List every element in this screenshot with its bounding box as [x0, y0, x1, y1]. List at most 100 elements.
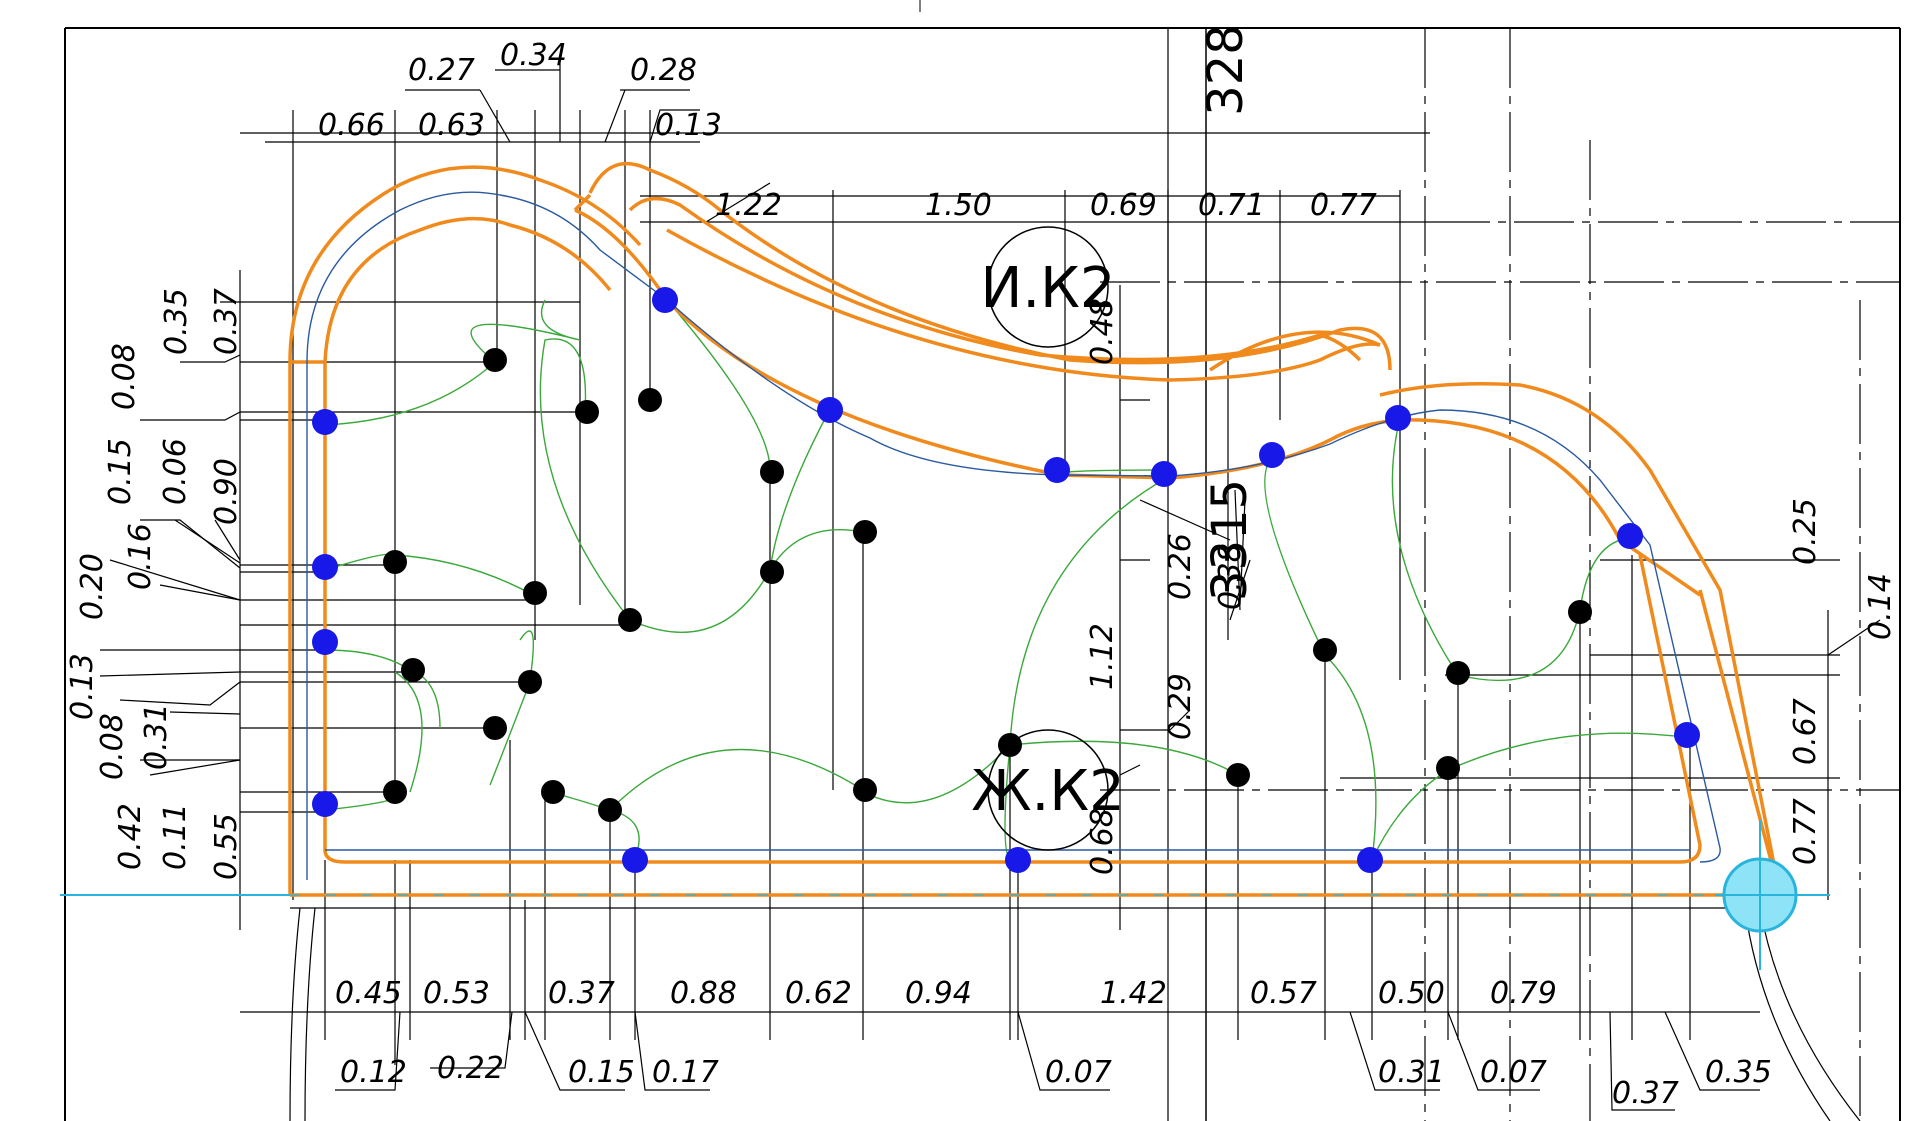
dim-label: 0.17 [652, 1055, 719, 1090]
dim-label: 1.42 [1100, 976, 1167, 1011]
dim-label: 1.22 [715, 188, 782, 223]
junction-node [618, 608, 642, 632]
middle-dimension-lines [1119, 285, 1251, 930]
dim-label: 0.57 [1250, 976, 1317, 1011]
middle-dimensions: 0.48 0.26 0.38 1.12 0.29 0.68 [1085, 298, 1248, 875]
sprinkler-node [1674, 722, 1700, 748]
junction-node [760, 460, 784, 484]
junction-node [853, 778, 877, 802]
sprinkler-node [312, 791, 338, 817]
dim-label: 0.25 [1788, 498, 1823, 565]
dim-label: 0.27 [408, 53, 475, 88]
label-circles [987, 226, 1109, 851]
dim-label: 0.08 [107, 343, 142, 410]
dim-label: 0.13 [65, 653, 100, 720]
dim-label: 0.15 [568, 1055, 635, 1090]
junction-node [383, 550, 407, 574]
sprinkler-node [312, 409, 338, 435]
junction-node [383, 780, 407, 804]
junction-node [1436, 756, 1460, 780]
top-dimensions: 0.27 0.34 0.28 0.66 0.63 0.13 1.22 1.50 … [318, 38, 1377, 223]
junction-node [518, 670, 542, 694]
dim-label: 0.34 [500, 38, 567, 73]
dim-label: 1.50 [925, 188, 992, 223]
bottom-dimension-lines [324, 470, 1760, 1111]
dim-label: 0.71 [1198, 188, 1265, 223]
dim-label: 0.88 [670, 976, 737, 1011]
dim-label: 0.38 [1213, 543, 1248, 610]
sprinkler-node [652, 287, 678, 313]
sprinkler-node [1617, 523, 1643, 549]
dim-label: 0.67 [1788, 698, 1823, 765]
junction-node [638, 388, 662, 412]
junction-node [1313, 638, 1337, 662]
supply-line [60, 820, 1830, 970]
dim-label: 0.29 [1163, 673, 1198, 740]
dim-label: 0.37 [1612, 1076, 1679, 1111]
dim-label: 0.79 [1490, 976, 1557, 1011]
sprinkler-node [1151, 461, 1177, 487]
dim-label: 0.77 [1788, 798, 1823, 865]
dim-label: 0.69 [1090, 188, 1157, 223]
dim-label: 0.37 [548, 976, 615, 1011]
dim-label: 0.53 [423, 976, 490, 1011]
dim-label: 1.12 [1085, 623, 1120, 690]
junction-node [998, 733, 1022, 757]
junction-node [575, 400, 599, 424]
label-33-15: 3315 [1202, 479, 1258, 601]
dim-label: 0.11 [158, 803, 193, 870]
sprinkler-node [1385, 405, 1411, 431]
dim-label: 0.94 [905, 976, 972, 1011]
right-dimensions: 0.25 0.14 0.67 0.77 [1788, 498, 1898, 865]
dim-label: 0.07 [1045, 1055, 1112, 1090]
dim-label: 0.15 [103, 438, 138, 505]
right-dimension-lines [1769, 610, 1881, 900]
sprinkler-node [1044, 457, 1070, 483]
sprinkler-node [622, 847, 648, 873]
dim-label: 0.62 [785, 976, 852, 1011]
sprinkler-node [1005, 847, 1031, 873]
dim-label: 0.22 [437, 1051, 504, 1086]
dim-label: 0.50 [1378, 976, 1445, 1011]
dim-label: 0.48 [1085, 298, 1120, 365]
junction-node [853, 520, 877, 544]
junction-node [483, 348, 507, 372]
dim-label: 0.66 [318, 108, 385, 143]
junction-node [523, 581, 547, 605]
sprinkler-node [312, 629, 338, 655]
junction-node [1446, 661, 1470, 685]
blue-sprinkler-nodes [312, 287, 1700, 873]
junction-node [760, 560, 784, 584]
junction-node [1226, 763, 1250, 787]
dim-label: 0.08 [95, 713, 130, 780]
dim-label: 0.26 [1163, 533, 1198, 600]
dim-label: 0.16 [123, 523, 158, 590]
coverage-curves [324, 299, 1691, 861]
dim-label: 0.31 [1378, 1055, 1445, 1090]
junction-node [483, 716, 507, 740]
sprinkler-node [1357, 847, 1383, 873]
dim-label: 0.35 [159, 288, 194, 355]
dim-label: 0.28 [630, 53, 697, 88]
drawing-frame [64, 0, 1901, 1121]
label-328: 328 [1198, 24, 1254, 116]
junction-node [401, 658, 425, 682]
dim-label: 0.42 [113, 803, 148, 870]
dim-label: 0.14 [1863, 573, 1898, 640]
dim-label: 0.31 [139, 703, 174, 770]
dim-label: 0.35 [1705, 1055, 1772, 1090]
black-nodes [383, 348, 1592, 822]
dim-label: 0.07 [1480, 1055, 1547, 1090]
junction-node [1568, 600, 1592, 624]
junction-node [598, 798, 622, 822]
pipe-line [306, 191, 1721, 880]
label-zhk2: Ж.К2 [971, 759, 1125, 824]
bottom-dimensions: 0.45 0.53 0.37 0.88 0.62 0.94 1.42 0.57 … [335, 976, 1772, 1111]
dim-label: 0.77 [1310, 188, 1377, 223]
sprinkler-node [1259, 442, 1285, 468]
dim-label: 0.68 [1085, 808, 1120, 875]
dim-label: 0.13 [655, 108, 722, 143]
dim-label: 0.20 [75, 553, 110, 620]
sprinkler-node [817, 397, 843, 423]
